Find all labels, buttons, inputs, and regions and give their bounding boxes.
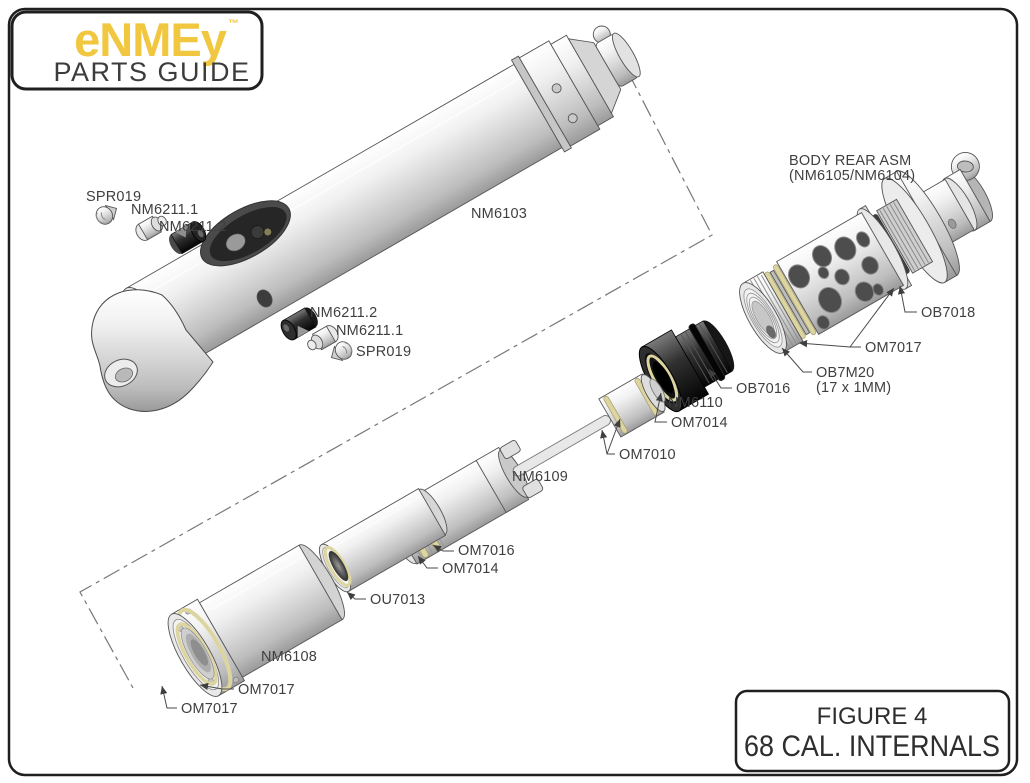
bolt-prong <box>499 440 521 459</box>
part-nm6211-1-upper <box>135 215 167 241</box>
clamp-screw <box>567 113 578 124</box>
trademark-mark: ™ <box>228 18 239 30</box>
brand-logo: eNMEy <box>74 13 227 66</box>
callout-nm6103: NM6103 <box>471 206 527 222</box>
part-body-nm6103 <box>91 25 641 412</box>
leader-ob7018 <box>897 285 917 313</box>
leader-ob7016 <box>708 368 732 389</box>
callout-nm6211-1-upper: NM6211.1 <box>131 202 198 218</box>
oring-ob7016 <box>688 323 726 382</box>
callout-om7014-bolt: OM7014 <box>442 561 499 577</box>
leader-om7014-valve <box>654 392 667 423</box>
leader-ou7013 <box>346 591 366 601</box>
callout-body-rear-asm-line2: (NM6105/NM6104) <box>789 168 915 184</box>
bolt-prong <box>522 479 544 498</box>
callout-nm6211-2-mid: NM6211.2 <box>310 305 377 321</box>
callout-nm6110: NM6110 <box>668 395 723 411</box>
leader-ob7m20 <box>781 347 812 373</box>
feed-opening <box>200 200 291 267</box>
callout-om7017-rear: OM7017 <box>865 340 922 356</box>
callout-nm6211-1-mid: NM6211.1 <box>336 323 403 339</box>
oring-om7017-inner <box>175 622 218 686</box>
callout-ou7013: OU7013 <box>370 592 425 608</box>
figure-number: FIGURE 4 <box>817 703 928 730</box>
leader-om7014-bolt <box>417 555 438 569</box>
part-body-rear-asm <box>739 152 993 354</box>
callout-body-rear-asm-line1: BODY REAR ASM <box>789 153 911 169</box>
callout-nm6108: NM6108 <box>261 649 317 665</box>
callout-om7017-inner: OM7017 <box>181 701 238 717</box>
logo-subtitle: PARTS GUIDE <box>53 57 250 87</box>
part-nm6211-2-mid <box>280 307 318 341</box>
leader-om7017-rear <box>798 287 895 348</box>
callout-nm6109: NM6109 <box>512 469 568 485</box>
callout-ob7m20-line2: (17 x 1MM) <box>816 380 891 396</box>
assembly-centerline <box>79 71 713 689</box>
body-port-hole <box>256 289 273 308</box>
logo-box: eNMEy ™ PARTS GUIDE <box>10 10 264 91</box>
ported-holes <box>787 231 884 330</box>
callout-om7017-outer: OM7017 <box>238 682 295 698</box>
part-nm6211-1-mid <box>307 325 339 351</box>
callout-spr019-mid: SPR019 <box>356 344 411 360</box>
figure-title-box: FIGURE 4 68 CAL. INTERNALS <box>734 689 1011 773</box>
callout-ob7018: OB7018 <box>921 305 975 321</box>
callout-om7016-bolt: OM7016 <box>458 543 515 559</box>
oring-ou7013 <box>323 546 352 587</box>
part-nm6108 <box>167 544 345 697</box>
callout-spr019-upper: SPR019 <box>86 189 141 205</box>
callout-nm6211-2-upper: NM6211.2 <box>159 219 226 235</box>
leader-om7016-bolt <box>432 544 454 553</box>
leader-om7017-inner <box>160 685 177 709</box>
body-mount-lug <box>91 289 214 412</box>
part-spr019-mid <box>330 341 353 362</box>
part-nm6211-2-upper <box>169 221 207 255</box>
leader-om7010 <box>600 418 621 455</box>
callout-om7014-valve: OM7014 <box>671 415 728 431</box>
callout-om7010: OM7010 <box>619 447 676 463</box>
callout-ob7m20-line1: OB7M20 <box>816 365 874 381</box>
part-nm6110 <box>638 320 735 413</box>
part-spr019-upper <box>95 204 118 225</box>
clamp-screw <box>551 83 562 94</box>
oring-om7010-a <box>603 395 628 434</box>
oring-om7017-rear-a <box>773 264 817 336</box>
callout-ob7016: OB7016 <box>736 381 790 397</box>
figure-title: 68 CAL. INTERNALS <box>744 730 1000 763</box>
leader-om7017-outer <box>199 682 234 690</box>
